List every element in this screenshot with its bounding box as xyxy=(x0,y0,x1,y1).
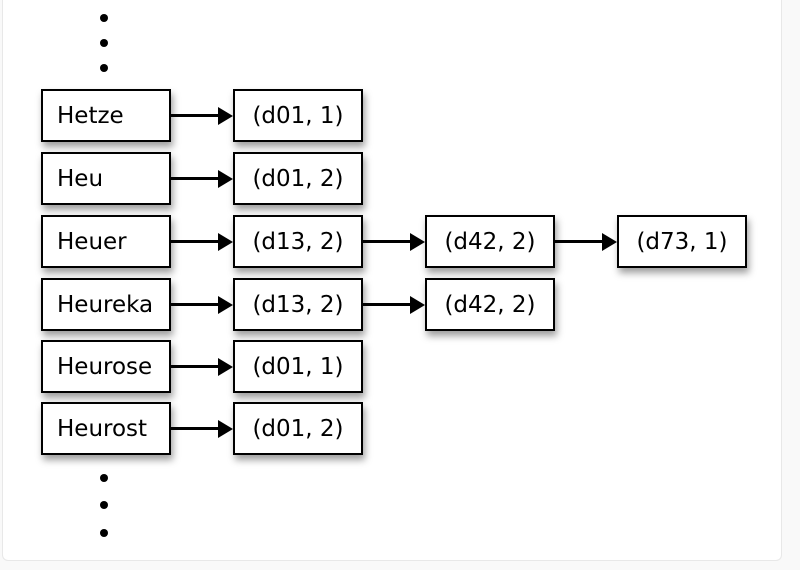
term-label: Heurost xyxy=(57,415,148,442)
arrow-right-icon xyxy=(362,295,425,314)
posting-box: (d01, 1) xyxy=(233,340,363,393)
arrow-right-icon xyxy=(362,232,425,251)
vertical-ellipsis-bottom-dot xyxy=(100,529,108,537)
posting-box: (d01, 2) xyxy=(233,152,363,205)
posting-box: (d13, 2) xyxy=(233,278,363,331)
term-box-heu: Heu xyxy=(41,152,171,205)
arrow-right-icon xyxy=(171,357,233,376)
term-label: Hetze xyxy=(57,102,124,129)
arrow-shaft xyxy=(171,114,222,117)
arrow-head xyxy=(410,232,425,251)
term-box-heuer: Heuer xyxy=(41,215,171,268)
posting-label: (d01, 2) xyxy=(252,165,344,192)
posting-box: (d01, 2) xyxy=(233,402,363,455)
posting-label: (d42, 2) xyxy=(444,291,536,318)
posting-box: (d01, 1) xyxy=(233,89,363,142)
arrow-right-icon xyxy=(171,232,233,251)
term-label: Heu xyxy=(57,165,104,192)
posting-box: (d13, 2) xyxy=(233,215,363,268)
arrow-right-icon xyxy=(171,419,233,438)
arrow-shaft xyxy=(171,427,222,430)
arrow-shaft xyxy=(171,177,222,180)
arrow-right-icon xyxy=(171,169,233,188)
vertical-ellipsis-bottom-dot xyxy=(100,501,108,509)
posting-label: (d01, 1) xyxy=(252,353,344,380)
arrow-shaft xyxy=(362,303,414,306)
arrow-right-icon xyxy=(171,295,233,314)
arrow-shaft xyxy=(554,240,606,243)
posting-label: (d13, 2) xyxy=(252,228,344,255)
vertical-ellipsis-top-dot xyxy=(100,39,108,47)
term-label: Heuer xyxy=(57,228,127,255)
arrow-head xyxy=(218,169,233,188)
posting-label: (d73, 1) xyxy=(636,228,728,255)
posting-box: (d42, 2) xyxy=(425,215,555,268)
arrow-shaft xyxy=(171,365,222,368)
arrow-shaft xyxy=(171,303,222,306)
term-box-heureka: Heureka xyxy=(41,278,171,331)
arrow-right-icon xyxy=(554,232,617,251)
posting-box: (d42, 2) xyxy=(425,278,555,331)
term-box-heurost: Heurost xyxy=(41,402,171,455)
vertical-ellipsis-bottom-dot xyxy=(100,474,108,482)
term-label: Heurose xyxy=(57,353,153,380)
term-box-hetze: Hetze xyxy=(41,89,171,142)
arrow-head xyxy=(218,295,233,314)
arrow-shaft xyxy=(362,240,414,243)
arrow-head xyxy=(218,232,233,251)
arrow-head xyxy=(218,106,233,125)
arrow-head xyxy=(218,357,233,376)
arrow-head xyxy=(410,295,425,314)
vertical-ellipsis-top-dot xyxy=(100,14,108,22)
term-box-heurose: Heurose xyxy=(41,340,171,393)
posting-label: (d42, 2) xyxy=(444,228,536,255)
arrow-head xyxy=(218,419,233,438)
posting-label: (d01, 2) xyxy=(252,415,344,442)
vertical-ellipsis-top-dot xyxy=(100,64,108,72)
arrow-shaft xyxy=(171,240,222,243)
posting-box: (d73, 1) xyxy=(617,215,747,268)
posting-label: (d13, 2) xyxy=(252,291,344,318)
posting-label: (d01, 1) xyxy=(252,102,344,129)
term-label: Heureka xyxy=(57,291,154,318)
arrow-right-icon xyxy=(171,106,233,125)
arrow-head xyxy=(602,232,617,251)
